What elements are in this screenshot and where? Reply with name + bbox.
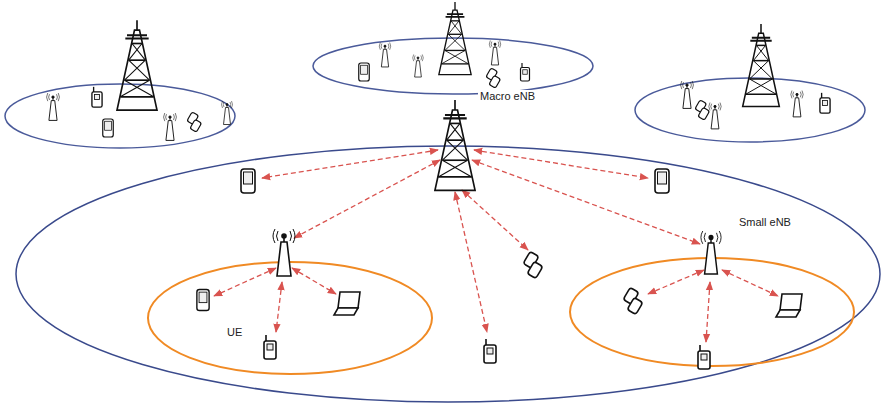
ue-label: UE bbox=[225, 326, 244, 339]
small-label: Small eNB bbox=[737, 216, 793, 229]
macro-label: Macro eNB bbox=[478, 90, 537, 103]
